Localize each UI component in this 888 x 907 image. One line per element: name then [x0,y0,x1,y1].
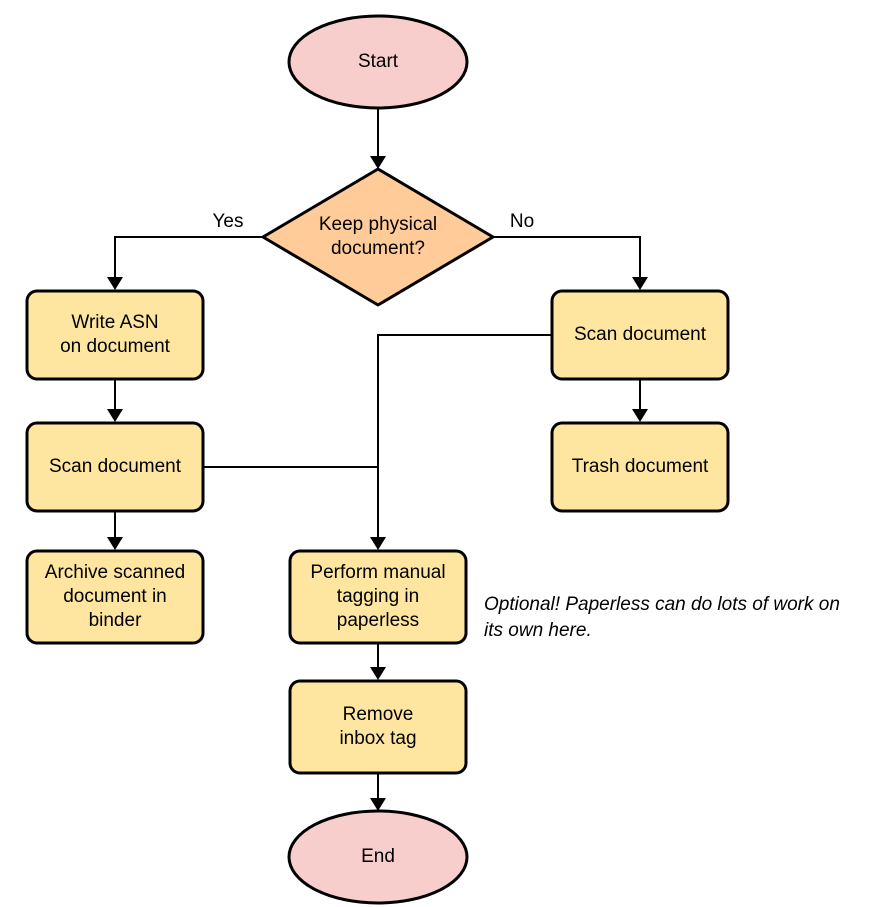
node-label-write_asn: Write ASN [71,312,158,333]
node-shape-rect[interactable] [550,289,730,381]
edge-writeasn-to-scanleft [107,379,123,422]
edge-path [114,236,263,281]
arrowhead-icon [370,537,386,550]
node-shape-diamond[interactable] [261,167,495,307]
node-decision[interactable]: Keep physical document? [261,167,495,307]
node-shape-rect[interactable] [288,679,468,775]
node-shape-rect[interactable] [25,289,205,381]
arrowhead-icon [632,409,648,422]
node-end[interactable]: End [287,809,469,905]
arrowhead-icon [107,277,123,290]
arrowhead-icon [107,409,123,422]
edges-layer: Yes No [107,108,648,811]
node-label-trash: Trash document [572,456,709,477]
node-shape-rect[interactable] [25,549,205,645]
edge-scanleft-to-archive [107,511,123,550]
arrowhead-icon [370,156,386,169]
arrowhead-icon [107,537,123,550]
node-label-end: End [361,846,395,867]
annotations-layer: Optional! Paperless can do lots of work … [484,594,840,641]
node-label-decision: document? [331,238,425,259]
edge-scanright-to-tagging [370,334,552,550]
node-label-write_asn: on document [60,336,171,357]
arrowhead-icon [632,277,648,290]
edge-scanright-to-trash [632,379,648,422]
node-label-decision: Keep physical [319,214,437,235]
node-remove_inbox[interactable]: Remove inbox tag [288,679,468,775]
edge-start-to-decision [370,108,386,169]
annotation-line: Optional! Paperless can do lots of work … [484,594,840,615]
node-label-remove_inbox: Remove [343,704,414,725]
node-shape-ellipse[interactable] [287,809,469,905]
node-shape-rect[interactable] [288,549,468,645]
edge-decision-no: No [493,211,648,290]
node-trash[interactable]: Trash document [550,421,730,513]
edge-label-decision-yes: Yes [213,211,244,232]
node-shape-rect[interactable] [550,421,730,513]
node-scan_right[interactable]: Scan document [550,289,730,381]
node-shape-ellipse[interactable] [287,14,469,110]
node-label-archive: Archive scanned [45,562,185,583]
node-write_asn[interactable]: Write ASN on document [25,289,205,381]
node-tagging[interactable]: Perform manual tagging in paperless [288,549,468,645]
node-shape-rect[interactable] [25,421,205,513]
node-scan_left[interactable]: Scan document [25,421,205,513]
node-start[interactable]: Start [287,14,469,110]
edge-label-decision-no: No [510,211,534,232]
node-label-archive: document in [63,586,167,607]
arrowhead-icon [370,667,386,680]
arrowhead-icon [370,798,386,811]
node-label-archive: binder [89,610,142,631]
edge-tagging-to-remove [370,643,386,680]
node-label-remove_inbox: inbox tag [339,728,416,749]
annotation-optional-note: Optional! Paperless can do lots of work … [484,594,840,641]
annotation-line: its own here. [484,620,592,641]
node-label-tagging: paperless [337,610,419,631]
edge-path [493,236,641,281]
edge-path [377,334,552,541]
node-label-scan_right: Scan document [574,324,707,345]
node-label-start: Start [358,51,399,72]
node-label-scan_left: Scan document [49,456,182,477]
edge-remove-to-end [370,773,386,811]
node-label-tagging: tagging in [337,586,419,607]
node-archive[interactable]: Archive scanned document in binder [25,549,205,645]
edge-decision-yes: Yes [107,211,263,290]
node-label-tagging: Perform manual [310,562,445,583]
